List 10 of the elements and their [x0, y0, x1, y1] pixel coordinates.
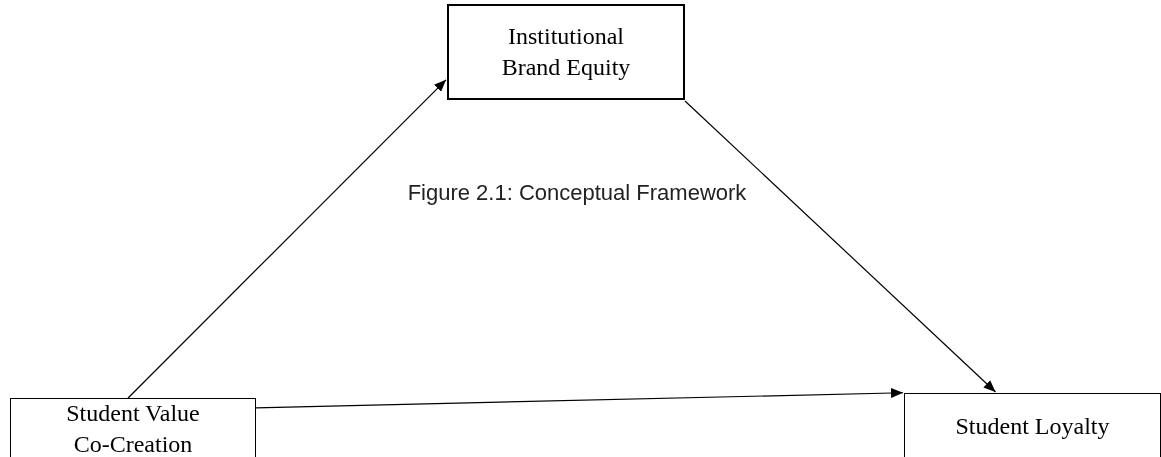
- box-label: Student Loyalty: [955, 411, 1110, 441]
- concept-box: [447, 4, 685, 100]
- concept-box: [10, 398, 256, 457]
- arrow: [255, 388, 904, 409]
- concept-box: [904, 393, 1161, 457]
- box-label: Institutional Brand Equity: [500, 21, 632, 82]
- arrow: [684, 100, 997, 393]
- box-label: Student Value Co-Creation: [65, 398, 201, 457]
- figure-caption: Figure 2.1: Conceptual Framework: [406, 179, 748, 207]
- arrow: [127, 79, 447, 399]
